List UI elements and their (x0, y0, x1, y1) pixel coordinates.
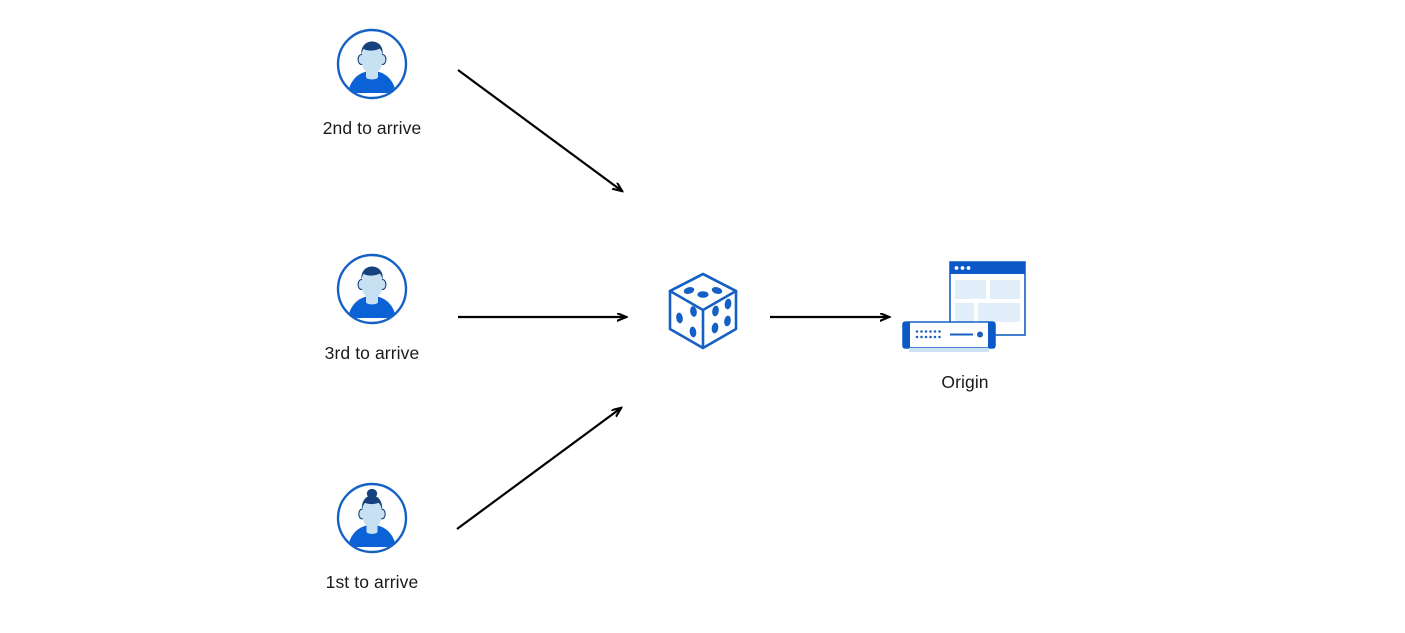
router-icon (902, 321, 996, 352)
arrow-2nd-to-dice (457, 69, 622, 191)
node-label-client-3rd: 3rd to arrive (324, 343, 420, 363)
node-label-origin: Origin (941, 372, 989, 392)
node-label-client-2nd: 2nd to arrive (322, 118, 422, 138)
node-label-client-1st: 1st to arrive (325, 572, 419, 592)
dice-icon (668, 272, 738, 350)
node-client-2nd: 2nd to arrive (292, 28, 452, 139)
origin-graphic (895, 258, 1035, 368)
user-avatar-icon (336, 253, 408, 325)
user-avatar-icon (336, 28, 408, 100)
node-client-1st: 1st to arrive (292, 482, 452, 593)
user-avatar-icon (336, 482, 408, 554)
node-randomizer (658, 266, 748, 356)
arrow-1st-to-dice (456, 408, 621, 530)
node-origin: Origin (875, 258, 1055, 393)
node-client-3rd: 3rd to arrive (292, 253, 452, 364)
